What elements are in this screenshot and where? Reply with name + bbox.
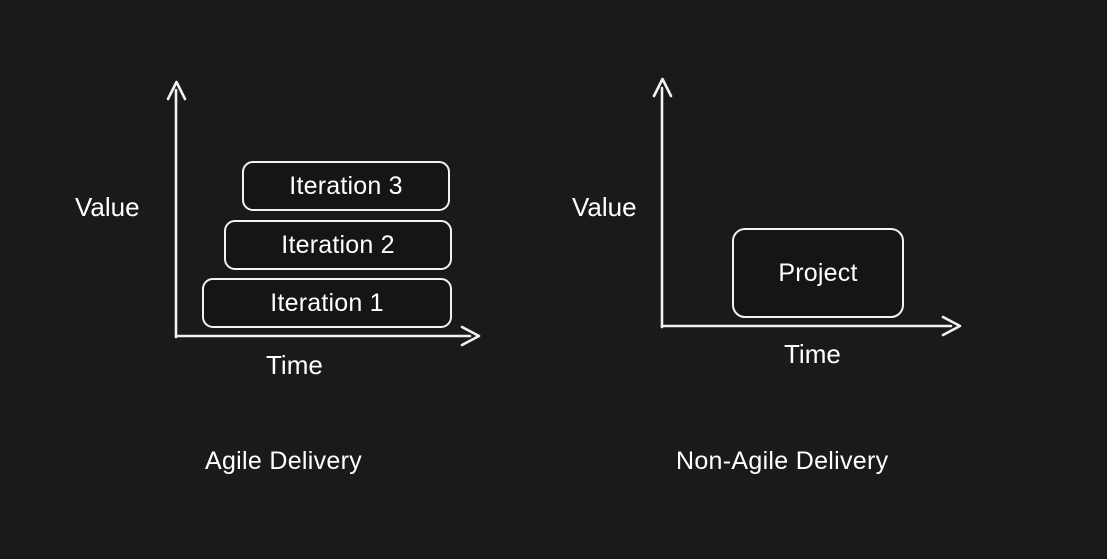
agile-block-iteration-3[interactable]: Iteration 3 xyxy=(242,161,450,211)
agile-delivery-caption: Agile Delivery xyxy=(205,447,363,475)
agile-y-axis-arrowhead-icon xyxy=(166,80,187,101)
non-agile-delivery-caption: Non-Agile Delivery xyxy=(676,447,889,475)
non-agile-delivery-panel: Value Time Project Non-Agile Delivery xyxy=(553,0,1107,559)
non-agile-block-project[interactable]: Project xyxy=(732,228,904,318)
agile-delivery-panel: Value Time Iteration 1 Iteration 2 Itera… xyxy=(0,0,553,559)
non-agile-x-axis-arrowhead-icon xyxy=(941,315,962,337)
non-agile-time-axis-label: Time xyxy=(784,339,841,369)
agile-value-axis-label: Value xyxy=(75,192,140,222)
non-agile-y-axis-arrowhead-icon xyxy=(652,77,673,98)
agile-time-axis-label: Time xyxy=(266,350,323,380)
agile-x-axis-arrowhead-icon xyxy=(460,325,481,347)
agile-block-iteration-1[interactable]: Iteration 1 xyxy=(202,278,452,328)
non-agile-axes xyxy=(652,77,962,337)
agile-axes xyxy=(166,80,481,347)
non-agile-value-axis-label: Value xyxy=(572,192,637,222)
agile-block-iteration-2[interactable]: Iteration 2 xyxy=(224,220,452,270)
